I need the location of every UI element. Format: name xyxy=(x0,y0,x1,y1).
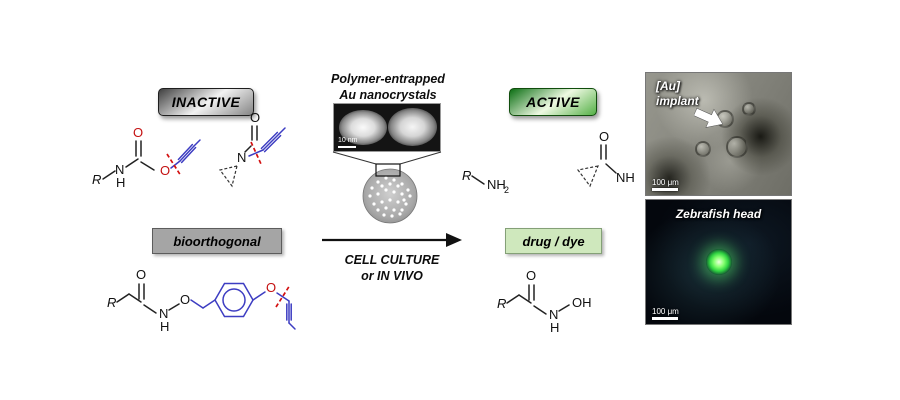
nanocrystal-blob xyxy=(388,107,437,147)
embryo-bubble xyxy=(741,102,756,117)
inactive-label: INACTIVE xyxy=(171,94,241,110)
atom-h: H xyxy=(160,319,169,334)
atom-o-carbonyl: O xyxy=(136,267,146,282)
scale-label-bottom: 100 μm xyxy=(652,307,679,316)
polymer-caption-line2: Au nanocrystals xyxy=(339,88,437,103)
scale-label-top: 100 μm xyxy=(652,178,679,187)
drug-dye-box: drug / dye xyxy=(505,228,602,254)
conditions-line2: or IN VIVO xyxy=(361,269,423,284)
reaction-arrow xyxy=(322,233,462,247)
nanocrystal-blob xyxy=(339,109,387,146)
atom-r: R xyxy=(497,296,506,311)
atom-o-ester: O xyxy=(160,163,170,178)
scale-bar-bottom: 100 μm xyxy=(652,307,679,320)
tem-micrograph: 10 nm xyxy=(333,103,441,152)
structure-propargyl-carbamate: R N H O O xyxy=(92,125,201,190)
tem-scale-label: 10 nm xyxy=(338,137,358,145)
active-badge: ACTIVE xyxy=(509,88,597,116)
micrograph-brightfield: [Au] implant 100 μm xyxy=(645,72,792,196)
inactive-badge: INACTIVE xyxy=(158,88,254,116)
generic-ring-wedge xyxy=(218,165,238,188)
scale-line-top xyxy=(652,188,678,191)
active-label: ACTIVE xyxy=(526,94,580,110)
au-implant-line2: implant xyxy=(656,94,699,108)
conditions-caption: CELL CULTURE or IN VIVO xyxy=(316,252,468,285)
cleavage-mark xyxy=(275,284,291,308)
atom-o: O xyxy=(526,268,536,283)
aromatic-circle xyxy=(222,288,246,312)
embryo-bubble xyxy=(725,136,748,159)
atom-r: R xyxy=(462,168,471,183)
zoom-region-rect xyxy=(375,163,401,177)
atom-nh: NH xyxy=(616,170,635,185)
atom-o-link: O xyxy=(180,292,190,307)
structure-aryl-ether-cage: R O N H O O xyxy=(107,267,296,334)
cleavage-mark xyxy=(166,153,182,177)
atom-n: N xyxy=(159,306,168,321)
structure-hydroxamic-acid: R O N H OH xyxy=(497,268,592,335)
structure-free-amide: O NH xyxy=(576,129,635,188)
atom-nh: NH xyxy=(487,177,506,192)
atom-nh-sub: 2 xyxy=(504,185,509,195)
polymer-caption: Polymer-entrapped Au nanocrystals xyxy=(312,71,464,104)
atom-o: O xyxy=(599,129,609,144)
atom-h: H xyxy=(116,175,125,190)
atom-o: O xyxy=(250,110,260,125)
au-implant-line1: [Au] xyxy=(656,79,680,93)
bioorthogonal-label: bioorthogonal xyxy=(173,233,261,249)
generic-ring-wedge xyxy=(576,165,599,188)
structure-propargyl-amide: O N xyxy=(218,110,286,188)
bioorthogonal-box: bioorthogonal xyxy=(152,228,282,254)
micrograph-fluorescence: Zebrafish head 100 μm xyxy=(645,199,792,325)
scale-bar-top: 100 μm xyxy=(652,178,679,191)
atom-r: R xyxy=(92,172,101,187)
conditions-line1: CELL CULTURE xyxy=(344,253,440,267)
tem-scale-line xyxy=(338,146,356,148)
atom-n: N xyxy=(237,150,246,165)
atom-n: N xyxy=(115,162,124,177)
tem-scale-bar: 10 nm xyxy=(338,137,357,148)
cleavage-mark xyxy=(250,141,262,165)
polymer-bead-figure xyxy=(332,151,442,224)
nanocrystal-dots xyxy=(368,176,412,218)
atom-oh: OH xyxy=(572,295,592,310)
au-implant-label: [Au] implant xyxy=(656,79,699,109)
atom-o-carbonyl: O xyxy=(133,125,143,140)
atom-h: H xyxy=(550,320,559,335)
polymer-caption-line1: Polymer-entrapped xyxy=(331,72,445,86)
scale-line-bottom xyxy=(652,317,678,320)
embryo-bubble xyxy=(695,141,712,158)
atom-o-aryl: O xyxy=(266,280,276,295)
arrowhead xyxy=(446,233,462,247)
zoom-connector-left xyxy=(332,151,377,165)
atom-r: R xyxy=(107,295,116,310)
drug-dye-label: drug / dye xyxy=(522,233,585,249)
fluorescent-spot xyxy=(706,249,732,275)
zoom-connector-right xyxy=(399,151,442,165)
zebrafish-head-label: Zebrafish head xyxy=(675,207,762,221)
atom-n: N xyxy=(549,307,558,322)
structure-free-amine: R NH 2 xyxy=(462,168,509,195)
implant-pointer-arrow xyxy=(694,107,724,128)
